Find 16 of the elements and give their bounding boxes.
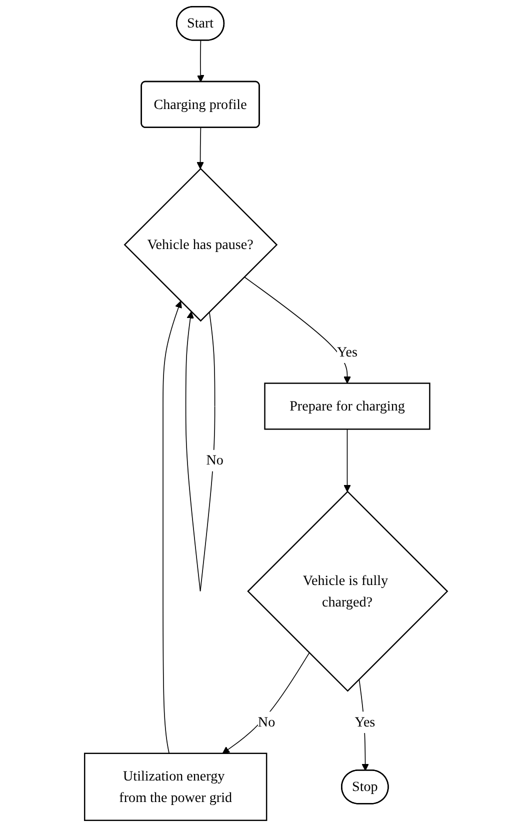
- arrow: [222, 652, 310, 754]
- edge-label: No: [206, 452, 224, 468]
- edge-label: Yes: [337, 344, 358, 360]
- node-box: Utilization energy from the power grid: [84, 752, 268, 821]
- edge-label: No: [258, 714, 276, 730]
- arrow: [244, 276, 351, 384]
- arrow: [344, 428, 351, 492]
- arrow: [196, 127, 204, 170]
- node-box: Prepare for charging: [264, 382, 430, 430]
- arrow: [358, 678, 369, 771]
- edge-label: Yes: [354, 714, 376, 730]
- arrow: [162, 300, 182, 754]
- arrow: [196, 40, 204, 82]
- node-diamond: Vehicle has pause?: [124, 168, 278, 322]
- node-diamond: Vehicle is fully charged?: [247, 490, 448, 692]
- arrow: [185, 311, 216, 592]
